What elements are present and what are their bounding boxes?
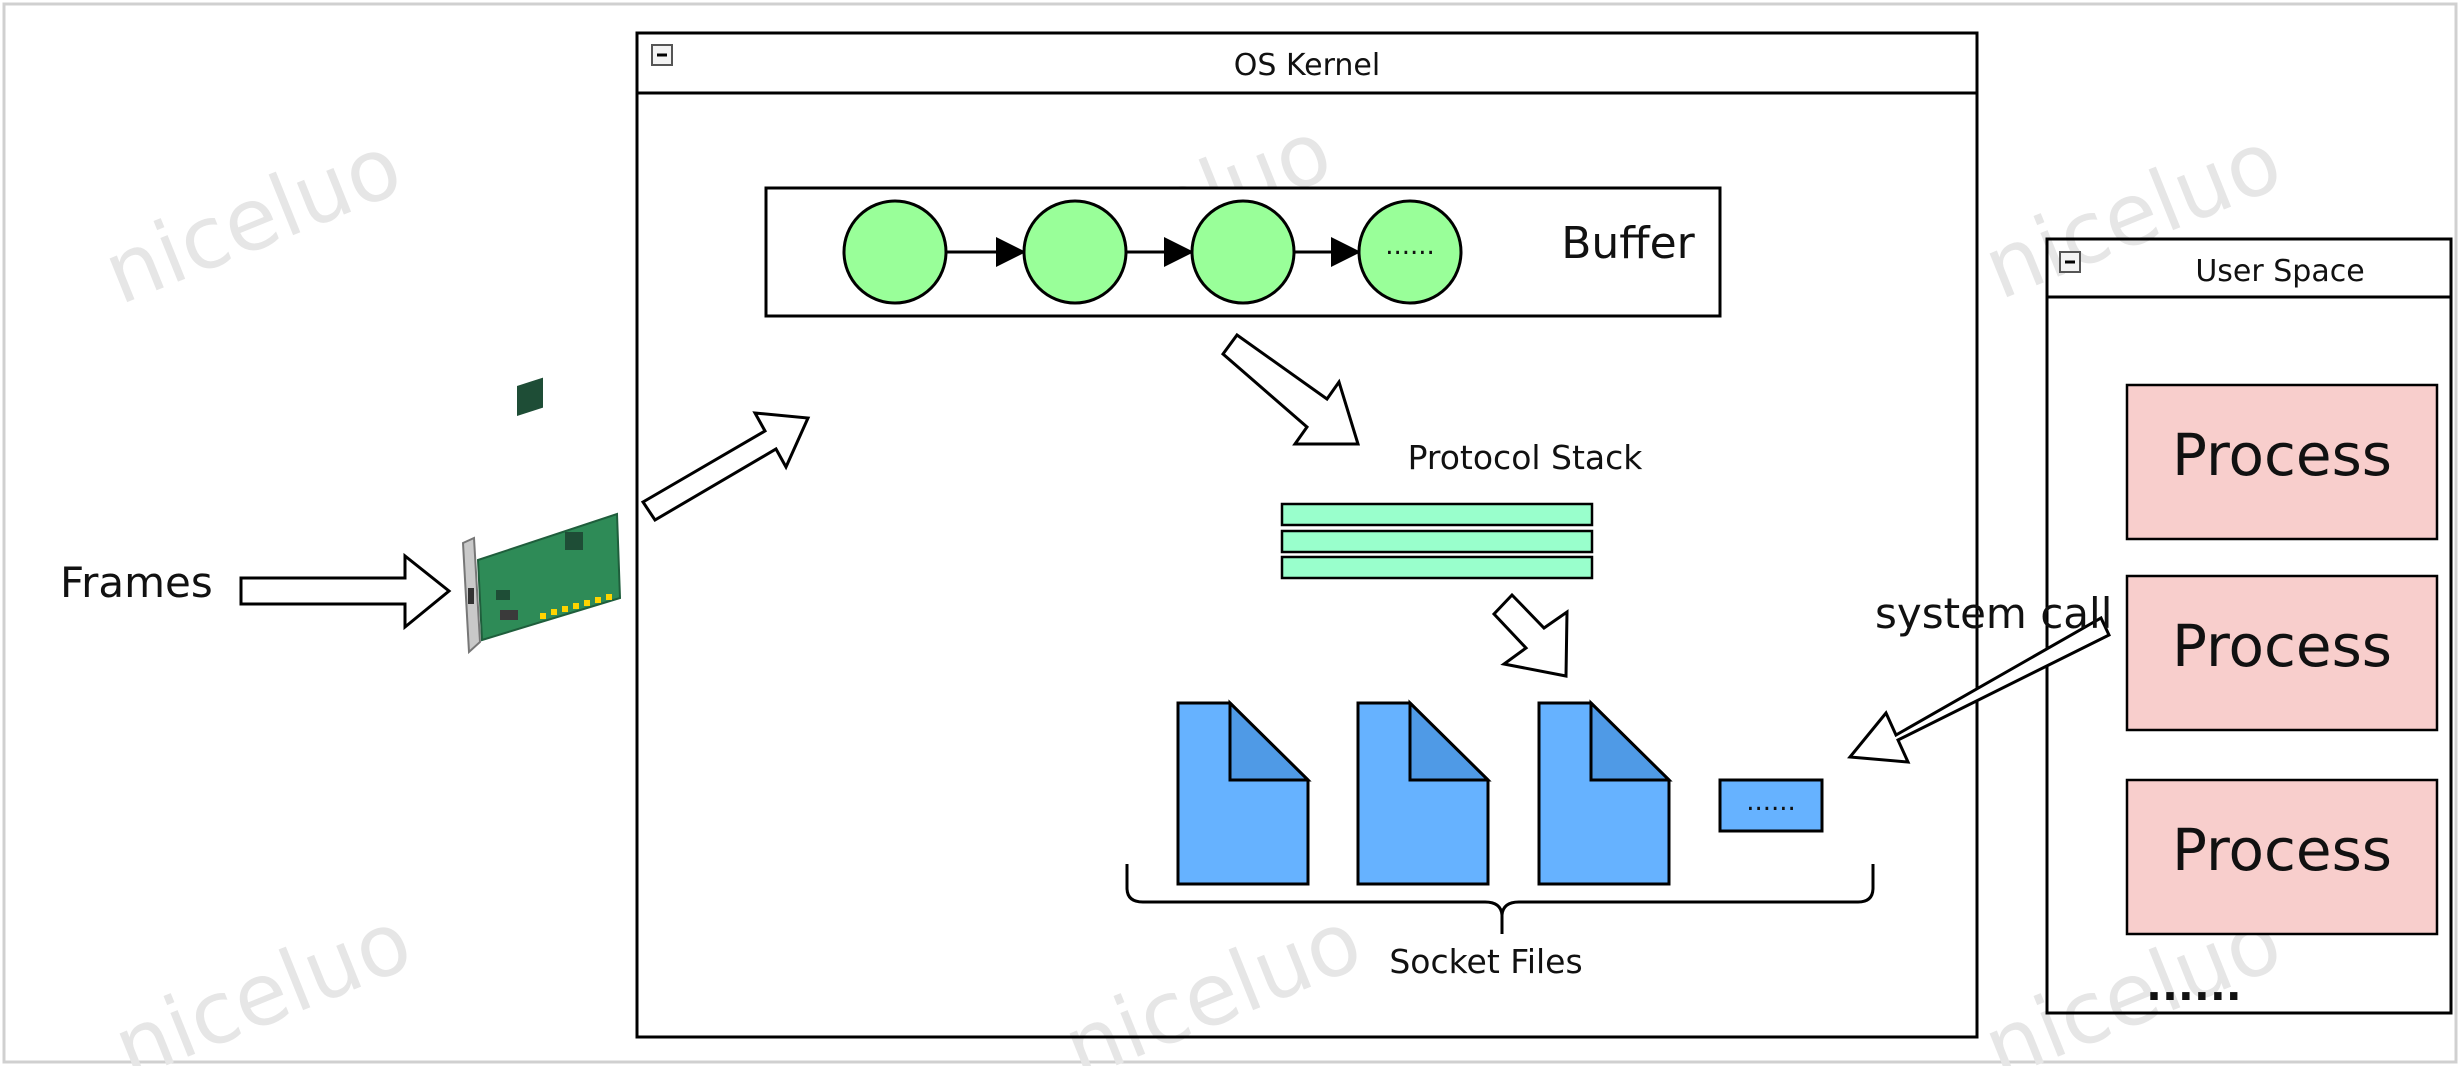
buffer-label: Buffer: [1561, 218, 1695, 269]
user-space-title: User Space: [2195, 254, 2364, 289]
buffer-node-list: ......: [842, 199, 1463, 305]
frames-to-nic-arrow: [239, 552, 452, 631]
buffer-node: [1190, 199, 1296, 305]
kernel-collapse-icon[interactable]: [651, 44, 673, 66]
system-call-arrow: [1847, 615, 2111, 764]
process-label: Process: [2172, 816, 2392, 884]
socket-file-more: ......: [1746, 787, 1796, 817]
frames-label: Frames: [60, 558, 213, 607]
protocol-layer: [1280, 502, 1594, 527]
network-card-icon: [461, 377, 622, 655]
protocol-layer: [1280, 529, 1594, 554]
protocol-stack: Protocol Stack: [1280, 438, 1644, 580]
stack-to-sockets-arrow: [1491, 592, 1569, 678]
kernel-container: OS Kernel: [635, 31, 1979, 1039]
protocol-layer: [1280, 555, 1594, 580]
socket-file-icon: [1176, 699, 1312, 886]
socket-file-more-box: [1718, 778, 1824, 833]
kernel-title: OS Kernel: [1234, 48, 1380, 83]
system-call-label: system call: [1875, 589, 2112, 638]
user-space-collapse-icon[interactable]: [2059, 251, 2081, 273]
protocol-stack-label: Protocol Stack: [1408, 438, 1644, 477]
process-box: Process: [2125, 383, 2439, 541]
nic-to-buffer-arrow: [640, 411, 811, 523]
process-box: Process: [2125, 778, 2439, 936]
buffer-node: [1022, 199, 1128, 305]
socket-files-brace: [1125, 864, 1875, 934]
socket-files: ...... Socket Files: [1125, 699, 1875, 981]
buffer-node: [1357, 199, 1463, 305]
process-box: Process: [2125, 574, 2439, 732]
user-space-container: User Space Process Process Process .....…: [2045, 237, 2453, 1015]
buffer-node-label: ......: [1385, 231, 1435, 261]
buffer-box: Buffer ......: [764, 186, 1722, 318]
buffer-node: [842, 199, 948, 305]
socket-file-icon: [1356, 699, 1492, 886]
process-more: ......: [2146, 961, 2242, 1010]
buffer-to-stack-arrow: [1220, 332, 1361, 446]
process-label: Process: [2172, 421, 2392, 489]
kernel-frame: [635, 31, 1979, 1039]
socket-files-label: Socket Files: [1389, 942, 1582, 981]
user-space-frame: [2045, 237, 2453, 1015]
socket-file-icon: [1537, 699, 1673, 886]
process-label: Process: [2172, 612, 2392, 680]
